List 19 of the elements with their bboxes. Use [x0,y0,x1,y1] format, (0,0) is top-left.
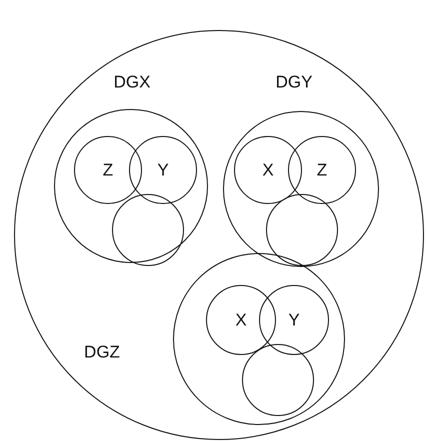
set-label: Z [316,162,328,178]
set-circle [234,136,302,204]
set-circle [112,194,184,266]
set-circle [288,136,356,204]
set-circle [266,194,338,266]
set-circle [242,344,314,416]
set-label: Z [102,162,114,178]
set-circle [14,30,424,440]
set-circle [74,136,142,204]
set-label: X [262,162,274,178]
group-label: DGX [114,74,150,90]
set-label: X [235,312,247,328]
set-label: Y [157,162,169,178]
set-label: Y [288,312,300,328]
group-label: DGY [276,74,312,90]
set-circle [259,285,329,355]
group-label: DGZ [84,344,120,360]
set-circle [129,136,197,204]
set-circle [206,285,276,355]
